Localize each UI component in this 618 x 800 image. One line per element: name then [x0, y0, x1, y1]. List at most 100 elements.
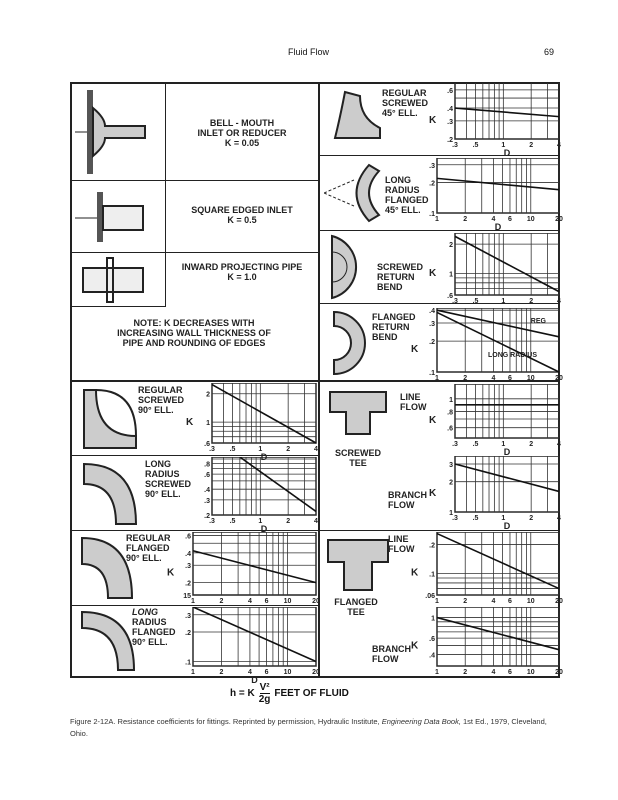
x-tick-label: 1 [258, 518, 262, 525]
x-tick-label: 20 [312, 669, 320, 676]
x-axis-label: D [261, 524, 268, 534]
x-tick-label: .5 [473, 298, 479, 305]
x-tick-label: 1 [501, 441, 505, 448]
k-curve-line [454, 107, 560, 118]
y-tick-label: .4 [429, 652, 435, 659]
x-tick-label: .5 [473, 441, 479, 448]
x-tick-label: 1 [501, 298, 505, 305]
x-axis-label: D [504, 521, 511, 531]
x-tick-label: 20 [312, 598, 320, 605]
x-tick-label: 4 [557, 515, 561, 522]
y-tick-label: .2 [429, 339, 435, 346]
k-curve-line [436, 309, 560, 338]
x-tick-label: 6 [508, 598, 512, 605]
x-tick-label: 2 [529, 298, 533, 305]
regular-screwed-90-ell-icon [83, 389, 137, 449]
y-tick-label: .8 [204, 461, 210, 468]
caption-text: Resistance coefficients for fittings. Re… [117, 717, 380, 726]
x-tick-label: .5 [230, 518, 236, 525]
divider [165, 82, 166, 306]
plot-frame [192, 532, 317, 596]
regular-flanged-90-ell-icon [81, 536, 134, 599]
y-tick-label: .2 [185, 630, 191, 637]
x-tick-label: 10 [527, 669, 535, 676]
y-tick-label: .6 [204, 441, 210, 448]
x-tick-label: 4 [492, 598, 496, 605]
y-tick-label: .2 [204, 513, 210, 520]
y-tick-label: 1 [449, 397, 453, 404]
x-tick-label: 20 [555, 216, 563, 223]
screwed-tee-icon [329, 391, 387, 435]
flanged-return-bend-icon [333, 310, 366, 376]
k-curve-line [436, 177, 560, 191]
x-tick-label: 1 [435, 375, 439, 382]
x-tick-label: 4 [248, 669, 252, 676]
x-tick-label: 10 [527, 375, 535, 382]
x-tick-label: 4 [248, 598, 252, 605]
x-tick-label: .5 [473, 515, 479, 522]
k-curve-line [454, 235, 560, 293]
x-tick-label: 2 [286, 446, 290, 453]
y-tick-label: .3 [185, 613, 191, 620]
x-tick-label: 6 [508, 216, 512, 223]
x-tick-label: 2 [463, 669, 467, 676]
x-tick-label: 2 [529, 515, 533, 522]
x-axis-label: D [251, 675, 258, 685]
x-tick-label: 10 [284, 669, 292, 676]
x-tick-label: 4 [314, 446, 318, 453]
x-tick-label: 4 [557, 441, 561, 448]
x-axis-label: D [495, 222, 502, 232]
y-tick-label: .1 [429, 211, 435, 218]
k-curve-line [192, 607, 317, 663]
x-tick-label: 1 [435, 669, 439, 676]
y-tick-label: .1 [185, 660, 191, 667]
x-tick-label: .3 [209, 446, 215, 453]
x-tick-label: 4 [492, 216, 496, 223]
x-tick-label: 1 [501, 142, 505, 149]
y-tick-label: .6 [447, 426, 453, 433]
y-tick-label: .3 [204, 498, 210, 505]
y-tick-label: .3 [429, 163, 435, 170]
divider [70, 605, 319, 606]
x-tick-label: 1 [258, 446, 262, 453]
x-tick-label: 2 [463, 598, 467, 605]
k-curve-line [436, 311, 560, 373]
y-tick-label: .1 [429, 572, 435, 579]
x-tick-label: 20 [555, 375, 563, 382]
y-tick-label: .2 [429, 543, 435, 550]
divider [70, 455, 319, 456]
figure-caption: Figure 2-12A. Resistance coefficients fo… [70, 716, 560, 740]
y-tick-label: .2 [429, 181, 435, 188]
y-tick-label: .2 [185, 581, 191, 588]
divider [319, 155, 560, 156]
divider [70, 530, 560, 531]
page-number: 69 [544, 47, 555, 57]
k-curve-line [239, 457, 317, 513]
y-tick-label: .4 [447, 106, 453, 113]
series-label: REG [531, 318, 547, 325]
divider [70, 306, 166, 307]
divider [319, 230, 560, 231]
plot-frame [436, 158, 560, 214]
y-tick-label: .06 [425, 593, 435, 600]
y-tick-label: 2 [206, 392, 210, 399]
divider [70, 380, 560, 382]
y-tick-label: .6 [429, 636, 435, 643]
long-radius-screwed-90-ell-icon [83, 462, 138, 525]
